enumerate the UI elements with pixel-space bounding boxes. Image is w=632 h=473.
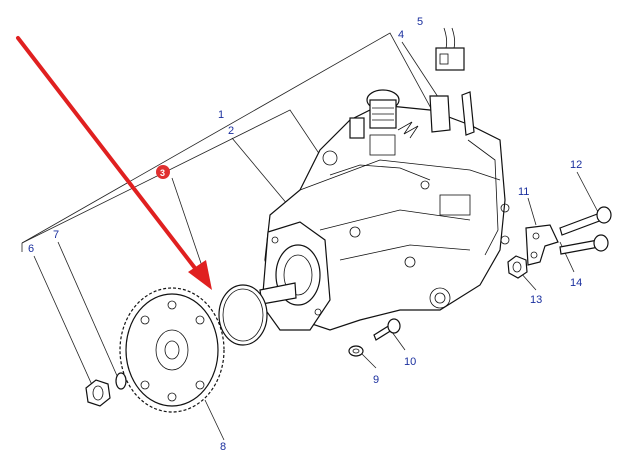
callout-4: 4: [398, 29, 404, 41]
o-ring: [218, 284, 268, 346]
callout-9: 9: [373, 374, 379, 386]
sealing-washer: [348, 345, 364, 357]
pump-front-flange: [259, 221, 331, 331]
callout-1: 1: [218, 109, 224, 121]
callout-3: 3: [160, 168, 165, 178]
callout-5: 5: [417, 16, 423, 28]
red-pointer-arrow: [16, 36, 212, 290]
callout-14: 14: [570, 277, 582, 289]
callout-13: 13: [530, 294, 542, 306]
callout-7: 7: [53, 229, 59, 241]
callout-8: 8: [220, 441, 226, 453]
callout-2: 2: [228, 125, 234, 137]
spring-washer: [115, 372, 127, 390]
pump-bolt: [373, 318, 401, 341]
electrical-connector: [435, 27, 465, 71]
drive-gear: [119, 287, 225, 413]
top-actuator-assembly: [349, 89, 475, 139]
support-bracket: [525, 224, 559, 266]
bracket-nut: [507, 255, 528, 279]
bracket-bolt-upper: [559, 206, 612, 236]
callout-11: 11: [518, 186, 529, 198]
shaft-nut: [85, 379, 111, 407]
bracket-bolt-lower: [559, 234, 609, 255]
callout-6: 6: [28, 243, 34, 255]
highlight-badge: [156, 165, 170, 179]
callout-10: 10: [404, 356, 416, 368]
callout-12: 12: [570, 159, 582, 171]
callout-labels: 1 2 3 4 5 6 7 8 9 10 11 12 13 14: [28, 16, 582, 453]
